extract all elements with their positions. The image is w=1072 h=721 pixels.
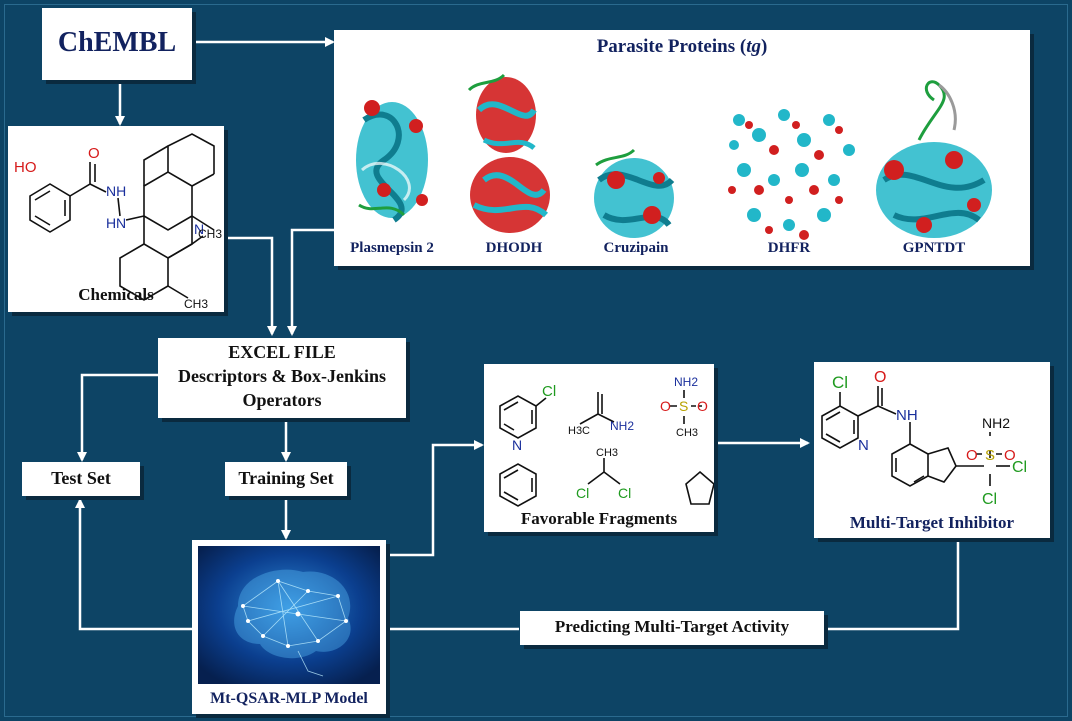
inh-atom-nh: NH (896, 407, 918, 424)
protein-name-gpntdt: GPNTDT (902, 240, 966, 256)
fragment-structures-image: Cl N H3C NH2 NH2 O S O CH3 CH3 Cl Cl (499, 375, 714, 507)
inh-atom-s: S (985, 447, 995, 464)
inh-atom-cl3: Cl (982, 491, 997, 508)
atom-ch3-b: CH3 (184, 297, 208, 311)
inh-atom-o2: O (966, 447, 978, 464)
line-inhibitor-to-model (826, 538, 960, 631)
protein-name-dhodh: DHODH (485, 240, 543, 256)
inhibitor-label: Multi-Target Inhibitor (849, 513, 1015, 532)
test-set-box: Test Set (22, 462, 140, 496)
arrow-model-to-fragments (388, 440, 484, 557)
gpntdt-structure-image (876, 80, 992, 238)
inhibitor-panel: Cl O NH N NH2 O S O Cl Cl Multi-Target I… (814, 362, 1050, 538)
chembl-label: ChEMBL (57, 27, 177, 58)
arrow-proteins-to-excel (287, 228, 340, 336)
arrow-model-to-testset (75, 498, 192, 631)
excel-file-box: EXCEL FILE Descriptors & Box-Jenkins Ope… (158, 338, 406, 418)
chemicals-panel: HO O NH H N N CH3 CH3 Chemicals (8, 126, 224, 312)
chembl-box: ChEMBL (42, 8, 192, 80)
model-panel: Mt-QSAR-MLP Model (192, 540, 386, 714)
fragments-label: Favorable Fragments (520, 509, 678, 528)
frag-atom-cl3: Cl (618, 485, 631, 501)
frag-atom-s: S (679, 398, 688, 414)
inh-atom-cl1: Cl (832, 373, 848, 392)
atom-ch3-a: CH3 (198, 227, 222, 241)
frag-atom-nh2-a: NH2 (610, 419, 634, 433)
brain-network-image (198, 546, 380, 684)
predicting-label: Predicting Multi-Target Activity (554, 617, 790, 636)
cruzipain-structure-image (594, 148, 675, 238)
atom-nh: NH (106, 183, 126, 199)
frag-atom-nh2-b: NH2 (674, 375, 698, 389)
proteins-panel: Parasite Proteins (tg) (334, 30, 1030, 266)
inh-atom-nh2: NH2 (982, 415, 1010, 431)
predicting-box: Predicting Multi-Target Activity (520, 611, 824, 645)
excel-operators: Operators (242, 390, 322, 410)
inh-atom-o1: O (874, 369, 886, 386)
frag-atom-o1: O (660, 398, 671, 414)
training-set-box: Training Set (225, 462, 347, 496)
excel-title: EXCEL FILE (228, 342, 336, 362)
inh-atom-cl2: Cl (1012, 459, 1027, 476)
plasmepsin-structure-image (356, 100, 428, 223)
protein-name-cruzipain: Cruzipain (603, 240, 669, 256)
inh-atom-o3: O (1004, 447, 1016, 464)
atom-hn: H (106, 215, 116, 231)
training-set-label: Training Set (238, 468, 334, 488)
model-label: Mt-QSAR-MLP Model (210, 690, 368, 707)
test-set-label: Test Set (51, 468, 111, 488)
protein-structures (356, 73, 992, 240)
excel-descriptors: Descriptors & Box-Jenkins (178, 366, 386, 386)
protein-name-dhfr: DHFR (767, 240, 811, 256)
atom-ho: HO (14, 159, 37, 176)
fragments-panel: Cl N H3C NH2 NH2 O S O CH3 CH3 Cl Cl Fav… (484, 364, 714, 532)
inh-atom-n: N (858, 437, 869, 454)
frag-atom-n: N (512, 437, 522, 453)
dhfr-structure-image (724, 100, 855, 240)
frag-atom-ch3-b: CH3 (596, 447, 618, 459)
atom-o: O (88, 145, 100, 162)
chemicals-label: Chemicals (78, 285, 154, 304)
frag-atom-cl1: Cl (542, 383, 556, 400)
arrow-chemicals-to-excel (225, 236, 277, 336)
arrow-excel-to-testset (77, 373, 158, 462)
dhodh-structure-image (467, 73, 550, 233)
chemical-structure-image: HO O NH H N N CH3 CH3 (14, 133, 222, 311)
atom-n-ring: N (194, 221, 204, 237)
inhibitor-structure-image: Cl O NH N NH2 O S O Cl Cl (821, 369, 1027, 508)
frag-atom-o2: O (697, 398, 708, 414)
proteins-title: Parasite Proteins (tg) (596, 36, 768, 57)
atom-n-amine: N (116, 215, 126, 231)
frag-atom-ch3-a: CH3 (676, 427, 698, 439)
frag-atom-h3c: H3C (568, 425, 590, 437)
protein-name-plasmepsin: Plasmepsin 2 (350, 240, 434, 256)
frag-atom-cl2: Cl (576, 485, 589, 501)
